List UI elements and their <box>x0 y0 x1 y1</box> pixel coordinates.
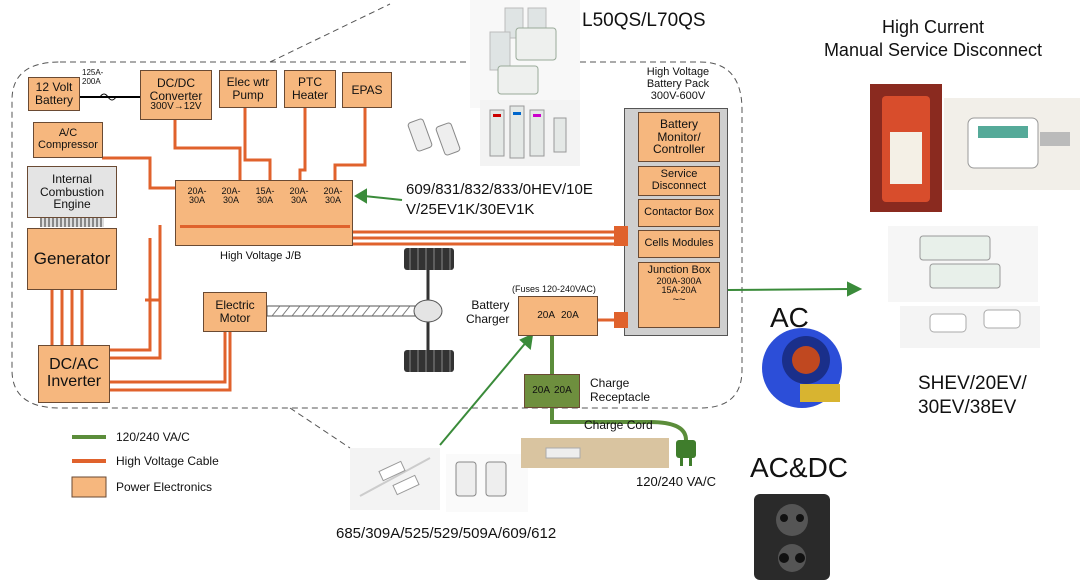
legend-charge: 120/240 VA/C <box>116 430 190 444</box>
junction-box-pack: Junction Box 200A-300A 15A-20A ~~ <box>638 262 720 328</box>
battery-monitor-box: Battery Monitor/ Controller <box>638 112 720 162</box>
pack-connector-bottom <box>614 312 628 328</box>
elec-pump-box: Elec wtr Pump <box>219 70 277 108</box>
hv-jb-label: High Voltage J/B <box>220 250 302 262</box>
electric-motor-box: Electric Motor <box>203 292 267 332</box>
jb-rating: 200A-300A <box>656 275 702 286</box>
differential <box>413 299 443 323</box>
ptc-heater-box: PTC Heater <box>284 70 336 108</box>
leader-bottom <box>289 407 351 449</box>
top-fuse-label: L50QS/L70QS <box>582 10 706 31</box>
epas-box: EPAS <box>342 72 392 108</box>
service-disconnect-box: Service Disconnect <box>638 166 720 196</box>
legend-power: Power Electronics <box>116 480 213 494</box>
receptacle-fuse-1: 20A <box>532 384 550 396</box>
jb-fuse-3: 15A- 30A <box>255 186 275 206</box>
charger-fuse-2: 20A <box>561 309 579 321</box>
mid-fuse-image <box>480 100 580 166</box>
jb-fuse-5: 20A- 30A <box>323 186 343 206</box>
acdc-label: AC&DC <box>750 452 849 483</box>
small-fuse-image <box>404 112 474 164</box>
inverter-box: DC/AC Inverter <box>38 345 110 403</box>
pack-connector-top <box>614 226 628 246</box>
right-fuse-label: SHEV/20EV/30EV/38EV <box>918 373 1027 418</box>
contactor-box: Contactor Box <box>638 199 720 227</box>
plug-icon <box>676 440 696 466</box>
engine-box: Internal Combustion Engine <box>27 166 117 218</box>
jb-fuse-4: 20A- 30A <box>289 186 309 206</box>
wheel-top <box>404 248 454 270</box>
fuse-symbol-icon: ~~ <box>672 294 686 307</box>
top-fuse-image <box>470 0 580 108</box>
arrow-right <box>727 288 851 291</box>
battery-12v-box: 12 Volt Battery <box>28 77 80 111</box>
charge-receptacle-box: 20A 20A <box>524 374 580 408</box>
leader-top <box>269 3 391 63</box>
ac-connector-image <box>762 328 842 408</box>
right-fuse-image <box>888 226 1040 348</box>
cells-modules-box: Cells Modules <box>638 230 720 258</box>
msd-image <box>870 84 1080 212</box>
wheel-bottom <box>404 350 454 372</box>
jb-fuse-rating: 15A-20A <box>661 284 697 295</box>
vehicle-outline <box>11 61 743 409</box>
hv-cables <box>102 108 640 392</box>
battery-fuse-rating: 125A-200A <box>82 68 104 86</box>
battery-12v-label: 12 Volt Battery <box>34 80 73 107</box>
receptacle-fuse-2: 20A <box>554 384 572 396</box>
charge-voltage-label: 120/240 VA/C <box>636 474 716 489</box>
dcdc-converter-box: DC/DC Converter 300V→12V <box>140 70 212 120</box>
arrows <box>354 188 863 446</box>
fuses-note: (Fuses 120-240VAC) <box>512 284 596 294</box>
jb-fuse-2: 20A- 30A <box>221 186 241 206</box>
legend-hv: High Voltage Cable <box>116 454 219 468</box>
charge-cord-label: Charge Cord <box>584 418 653 432</box>
bottom-fuse-image <box>350 438 669 512</box>
charge-cables <box>550 336 688 441</box>
hv-junction-box: 20A- 30A 20A- 30A 15A- 30A 20A- 30A 20A- 30A <box>175 180 353 246</box>
jb-busbar <box>180 225 350 228</box>
charger-fuse-1: 20A <box>537 309 555 321</box>
engine-coupling <box>40 218 104 227</box>
ac-label: AC <box>770 302 809 333</box>
jb-fuse-1: 20A- 30A <box>187 186 207 206</box>
generator-box: Generator <box>27 228 117 290</box>
bottom-fuse-label: 685/309A/525/529/509A/609/612 <box>336 525 557 542</box>
acdc-connector-image <box>754 494 830 580</box>
dcdc-label: DC/DC Converter <box>149 76 203 103</box>
battery-charger-box: 20A 20A <box>518 296 598 336</box>
dcdc-voltage: 300V→12V <box>150 101 202 113</box>
junction-box-label: Junction Box <box>647 264 711 276</box>
arrow-charger <box>439 339 529 446</box>
arrow-jb <box>363 195 403 201</box>
jb-fuse-row: 20A- 30A 20A- 30A 15A- 30A 20A- 30A 20A- 30A <box>182 186 348 223</box>
